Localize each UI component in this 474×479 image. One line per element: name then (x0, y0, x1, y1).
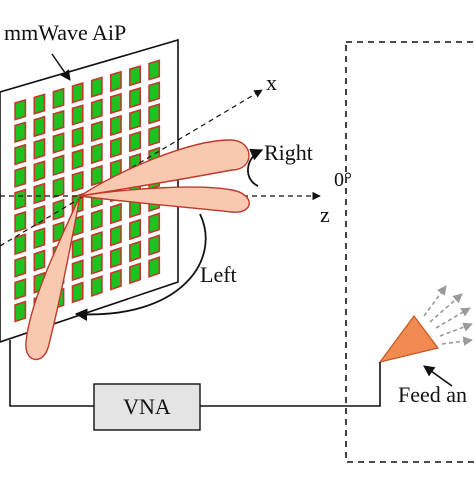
antenna-patch (33, 115, 46, 138)
vna-label: VNA (123, 394, 171, 419)
antenna-patch (148, 81, 161, 103)
feed-label: Feed an (398, 382, 467, 407)
antenna-patch (14, 210, 27, 233)
antenna-patch (71, 82, 84, 104)
angle-zero-label: 0° (334, 169, 352, 191)
antenna-patch (129, 218, 141, 241)
antenna-patch (90, 120, 103, 143)
vna-box (93, 383, 201, 431)
antenna-patch (14, 300, 27, 323)
feed-pointer-arrow (423, 365, 453, 387)
left-rotation-arrow (74, 213, 207, 321)
antenna-patch (33, 227, 46, 250)
antenna-patch (14, 166, 27, 188)
antenna-patch (71, 170, 84, 193)
antenna-patch (110, 70, 122, 93)
antenna-patch (33, 160, 46, 182)
x-axis-line (0, 89, 263, 247)
antenna-patch (110, 114, 122, 137)
antenna-patch (52, 176, 65, 199)
antenna-patch (90, 208, 103, 231)
antenna-patch (129, 65, 141, 87)
antenna-patch (110, 136, 122, 159)
antenna-patch (129, 130, 141, 153)
antenna-patch (71, 237, 84, 259)
antenna-patch (71, 126, 84, 148)
antenna-patch (148, 212, 161, 235)
beam-right-lower (79, 186, 250, 213)
antenna-patch (52, 87, 65, 110)
antenna-patch (14, 233, 27, 256)
antenna-patch (90, 231, 103, 253)
aip-pointer-arrow (51, 53, 71, 81)
antenna-patch (129, 262, 141, 285)
left-label: Left (200, 262, 237, 287)
beam-right-upper (79, 139, 250, 197)
antenna-patch (110, 268, 122, 291)
antenna-patch (90, 98, 103, 120)
antenna-patch (129, 87, 141, 109)
right-rotation-arrow (247, 148, 264, 187)
antenna-patch (14, 255, 27, 278)
antenna-patch (110, 224, 122, 247)
antenna-patch (52, 154, 65, 176)
antenna-patch (110, 202, 122, 225)
antenna-patch (71, 104, 84, 126)
antenna-patch (90, 275, 103, 298)
antenna-patch (14, 121, 27, 143)
antenna-patch (14, 98, 27, 121)
antenna-patch (71, 259, 84, 282)
antenna-patch (14, 188, 27, 211)
cable-left (9, 340, 94, 407)
antenna-patch (71, 281, 84, 304)
x-axis-label: x (266, 70, 277, 95)
z-axis-label: z (320, 202, 330, 227)
antenna-patch (14, 143, 27, 166)
beam-left-lower (25, 195, 81, 360)
antenna-patch (52, 198, 65, 221)
antenna-patch (33, 137, 46, 160)
antenna-patch (33, 93, 46, 115)
antenna-patch (14, 278, 27, 301)
feed-emission-arrows (423, 285, 473, 346)
antenna-patch (90, 142, 103, 165)
aip-label: mmWave AiP (4, 20, 126, 45)
cable-right (200, 362, 381, 407)
antenna-patch (90, 164, 103, 187)
antenna-patch (148, 59, 161, 81)
antenna-patch (110, 246, 122, 269)
antenna-patch (148, 103, 161, 125)
antenna-patch (148, 234, 161, 256)
antenna-patch (90, 252, 103, 275)
antenna-patch (52, 132, 65, 154)
antenna-patch (129, 108, 141, 131)
feed-horn (378, 314, 440, 363)
antenna-patch (129, 240, 141, 263)
antenna-patch (90, 76, 103, 98)
radiation-beams (25, 139, 250, 360)
antenna-patch (71, 148, 84, 171)
right-label: Right (264, 140, 313, 165)
chamber-box (345, 41, 474, 463)
antenna-patch (110, 92, 122, 115)
antenna-patch (148, 125, 161, 147)
antenna-patch (148, 256, 161, 278)
antenna-patch (52, 109, 65, 132)
antenna-patch (33, 182, 46, 205)
antenna-patch (33, 249, 46, 272)
